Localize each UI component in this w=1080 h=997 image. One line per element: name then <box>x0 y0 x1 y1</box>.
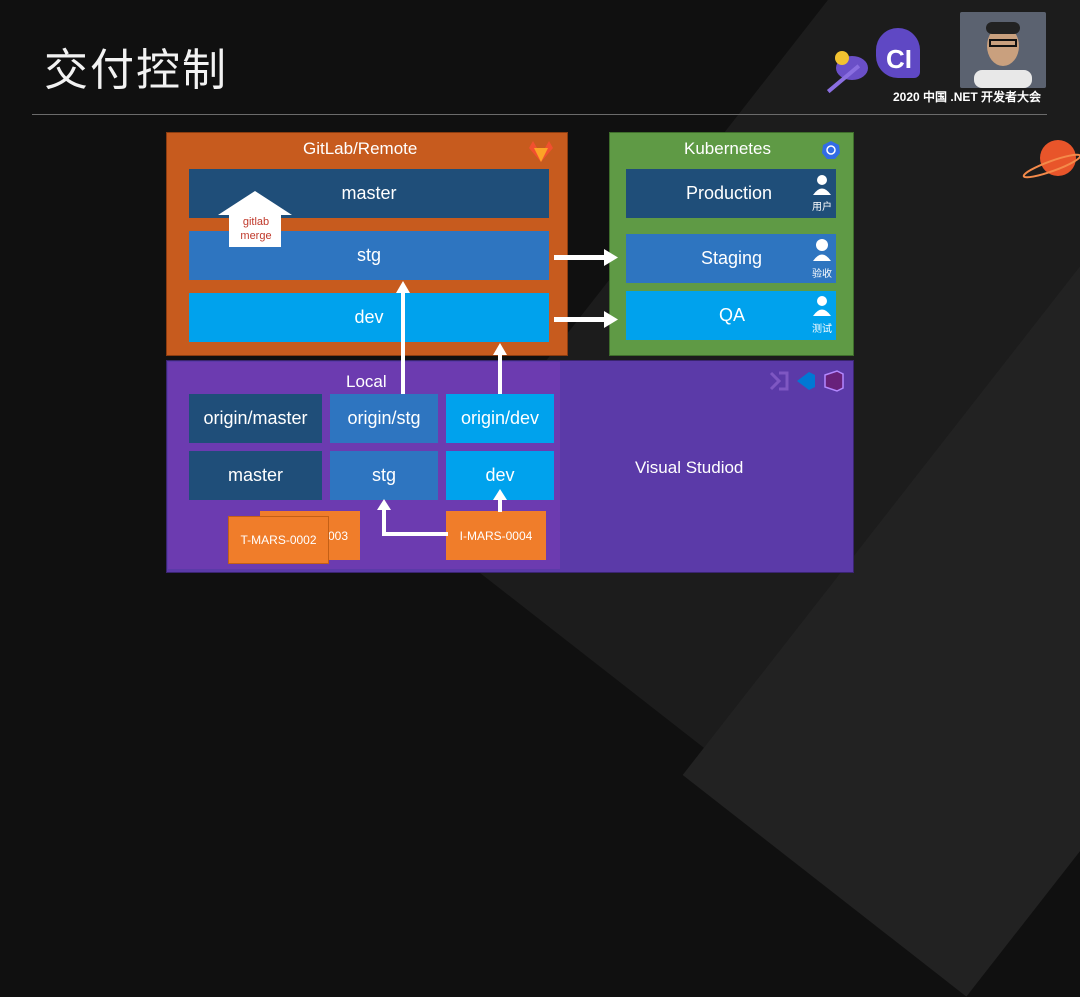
staging-role: 验收 <box>812 269 832 280</box>
conference-logo: CI <box>876 28 920 78</box>
speaker-video <box>960 12 1046 88</box>
mascot-icon <box>826 51 868 94</box>
push-dev-arrow <box>493 343 507 394</box>
remote-dev-branch: dev <box>189 293 549 342</box>
logo-text: CI <box>886 44 912 74</box>
local-master-branch: master <box>189 451 322 500</box>
visual-studio-icons <box>769 370 844 392</box>
gitlab-title: GitLab/Remote <box>303 139 418 158</box>
production-role: 用户 <box>812 202 832 213</box>
user-icon <box>813 175 831 195</box>
merge-label-line1: gitlab <box>242 216 270 228</box>
reviewer-icon <box>813 239 831 261</box>
local-title: Local <box>346 372 387 391</box>
speaker-avatar-icon <box>960 12 1046 88</box>
feature-branch-t-mars-0002: T-MARS-0002 <box>228 516 329 564</box>
push-stg-arrow <box>396 281 410 394</box>
feature-to-stg-arrow <box>377 499 448 536</box>
staging-env: Staging <box>626 234 836 283</box>
deploy-arrows <box>554 249 618 328</box>
kubernetes-title: Kubernetes <box>684 139 771 158</box>
conference-name: 2020 中国 .NET 开发者大会 <box>893 90 1042 104</box>
slide-title: 交付控制 <box>44 45 228 96</box>
gitlab-icon <box>529 141 553 162</box>
local-stg-branch: stg <box>330 451 438 500</box>
production-env: Production <box>626 169 836 218</box>
feature-branch-i-mars-0004: I-MARS-0004 <box>446 511 546 560</box>
origin-stg-ref: origin/stg <box>330 394 438 443</box>
ide-label: Visual Studiod <box>635 458 744 477</box>
tester-icon <box>813 296 831 316</box>
title-divider <box>32 114 1047 115</box>
feature-to-dev-arrow <box>493 489 507 512</box>
origin-master-ref: origin/master <box>189 394 322 443</box>
planet-icon <box>1022 140 1080 179</box>
qa-env: QA <box>626 291 836 340</box>
origin-dev-ref: origin/dev <box>446 394 554 443</box>
qa-role: 测试 <box>812 324 832 335</box>
merge-label-line2: merge <box>240 230 272 242</box>
merge-up-arrow <box>218 191 292 247</box>
kubernetes-icon <box>822 141 840 159</box>
